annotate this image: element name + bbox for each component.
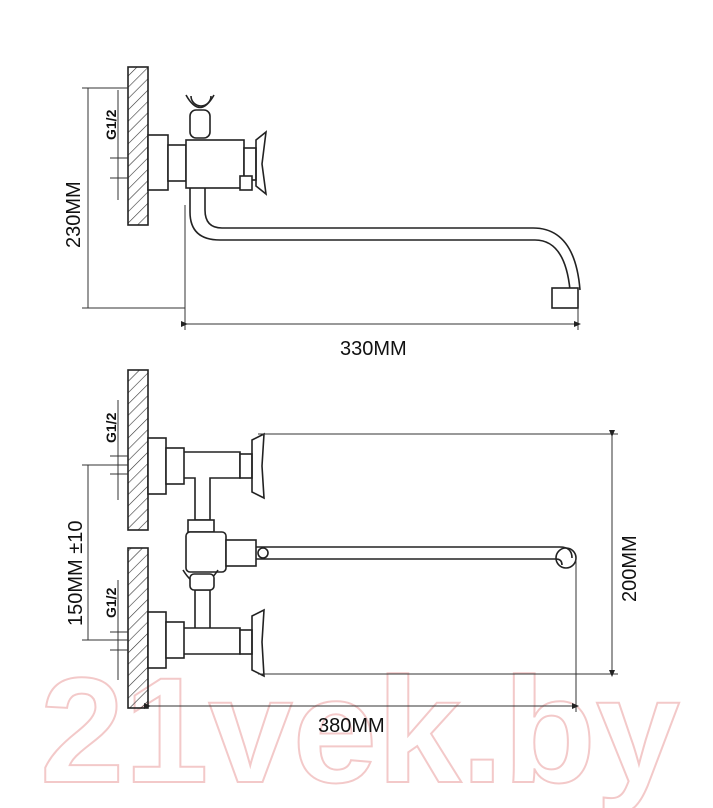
bottom-view [82, 369, 618, 712]
bottom-wall-upper [127, 369, 149, 531]
top-wall [127, 66, 149, 226]
top-height-dim: 230MM [63, 181, 85, 248]
top-length-dim: 330MM [340, 338, 407, 360]
bottom-height-dim: 200MM [619, 535, 641, 602]
bottom-wall-lower [127, 547, 149, 709]
bottom-thread-label-lower: G1/2 [103, 587, 119, 618]
bottom-thread-label-upper: G1/2 [103, 412, 119, 443]
top-thread-label: G1/2 [103, 109, 119, 140]
bottom-length-dim: 380MM [318, 715, 385, 737]
top-view [82, 66, 581, 330]
bottom-spacing-dim: 150MM ±10 [65, 521, 87, 626]
